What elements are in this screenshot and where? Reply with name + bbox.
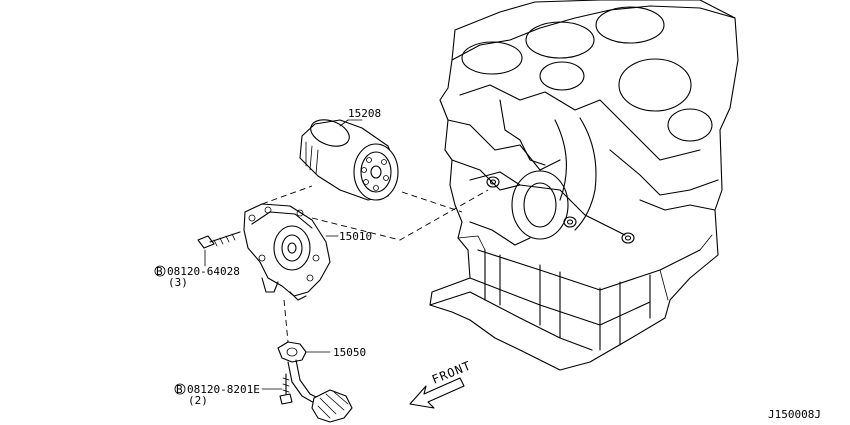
front-arrow-icon	[409, 377, 465, 409]
oil-strainer	[277, 341, 353, 423]
bolt-lower	[279, 373, 293, 405]
oil-pump	[243, 203, 331, 301]
bolt-symbol-letter: B	[156, 265, 163, 278]
leader-line	[339, 119, 349, 127]
part-number-15050: 15050	[333, 346, 366, 359]
bolt-number-lower: 08120-8201E	[187, 383, 260, 396]
bolt-symbol-b: B	[154, 265, 166, 278]
diagram-id: J150008J	[768, 408, 821, 421]
part-number-15208: 15208	[348, 107, 381, 120]
bolt-symbol-b: B	[174, 383, 186, 396]
engine-block	[429, 0, 739, 371]
bolt-qty-lower: (2)	[188, 394, 208, 407]
part-number-15010: 15010	[339, 230, 372, 243]
oil-filter	[299, 119, 399, 201]
bolt-upper	[197, 231, 241, 249]
bolt-symbol-letter: B	[176, 383, 183, 396]
assembly-lines	[261, 185, 489, 343]
bolt-qty-upper: (3)	[168, 276, 188, 289]
bolt-number-upper: 08120-64028	[167, 265, 240, 278]
